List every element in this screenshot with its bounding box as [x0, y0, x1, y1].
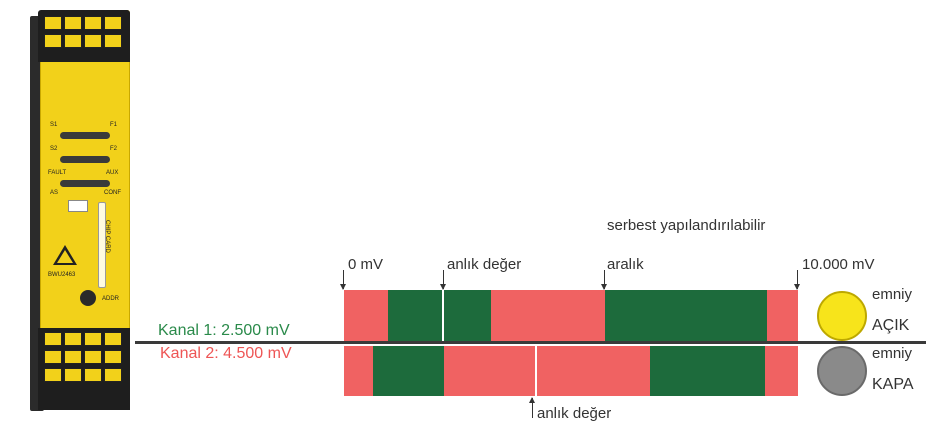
address-knob[interactable] [80, 290, 96, 306]
channel2-label: Kanal 2: 4.500 mV [160, 345, 292, 362]
channel2-instant-marker [535, 346, 537, 396]
channel1-segment-green [388, 290, 491, 342]
label-as: AS [50, 190, 59, 196]
status-labels-clip: emniy AÇIK emniy KAPA [872, 284, 926, 404]
channel1-instant-marker [442, 290, 444, 342]
led-row-3 [60, 180, 110, 187]
channel2-segment-red [444, 346, 650, 396]
terminal [44, 368, 62, 382]
terminal [44, 350, 62, 364]
safety-open-label-line2: AÇIK [872, 317, 910, 334]
instant-value-bottom-label: anlık değer [537, 405, 612, 422]
channel2-segment-red [344, 346, 373, 396]
label-s1: S1 [50, 122, 58, 128]
warning-triangle-icon [53, 245, 77, 265]
channel2-segment-red [765, 346, 798, 396]
max-arrow [794, 270, 800, 290]
max-mv-label: 10.000 mV [802, 256, 875, 273]
channel-divider-line [135, 341, 926, 344]
zero-arrow [340, 270, 346, 290]
terminal [64, 34, 82, 48]
channel2-segment-green [650, 346, 765, 396]
addr-label: ADDR [102, 296, 120, 302]
terminal [44, 16, 62, 30]
led-row-1 [60, 132, 110, 139]
label-conf: CONF [104, 190, 121, 196]
terminal [84, 368, 102, 382]
label-f2: F2 [110, 146, 118, 152]
safety-closed-indicator [817, 346, 867, 396]
instant-bottom-arrow [529, 397, 535, 418]
free-range-label-line1: serbest yapılandırılabilir [607, 217, 766, 234]
safety-open-indicator [817, 291, 867, 341]
label-aux: AUX [106, 170, 119, 176]
channel1-segment-red [491, 290, 605, 342]
channel1-segment-green [605, 290, 767, 342]
free-range-label-line2: aralık [607, 256, 644, 273]
channel1-segment-red [344, 290, 388, 342]
led-row-2 [60, 156, 110, 163]
terminal [64, 332, 82, 346]
terminal [104, 34, 122, 48]
terminal [104, 332, 122, 346]
terminal [64, 16, 82, 30]
terminal [84, 34, 102, 48]
terminal [84, 350, 102, 364]
label-f1: F1 [110, 122, 118, 128]
chip-card-label: CHIP CARD [104, 220, 110, 253]
safety-closed-label-line1: emniy [872, 345, 913, 362]
status-led-window [68, 200, 88, 212]
safety-closed-label-line2: KAPA [872, 376, 914, 393]
safety-monitor-device: S1 F1 S2 F2 FAULT AUX AS CONF CHIP CARD … [30, 10, 135, 418]
zero-mv-label: 0 mV [348, 256, 384, 273]
terminal [84, 16, 102, 30]
instant-value-top-label: anlık değer [447, 256, 522, 273]
channel2-segment-green [373, 346, 444, 396]
chip-card-slot[interactable] [98, 202, 106, 288]
device-model: BWU2463 [48, 272, 76, 278]
terminal [64, 368, 82, 382]
terminal [104, 16, 122, 30]
terminal [104, 350, 122, 364]
label-fault: FAULT [48, 170, 67, 176]
channel1-label: Kanal 1: 2.500 mV [158, 322, 290, 339]
terminal [44, 332, 62, 346]
terminal [44, 34, 62, 48]
safety-open-label-line1: emniy [872, 286, 913, 303]
terminal [104, 368, 122, 382]
range-arrow [601, 270, 607, 290]
label-s2: S2 [50, 146, 58, 152]
channel1-segment-red [767, 290, 798, 342]
instant-top-arrow [440, 270, 446, 290]
terminal [84, 332, 102, 346]
terminal [64, 350, 82, 364]
